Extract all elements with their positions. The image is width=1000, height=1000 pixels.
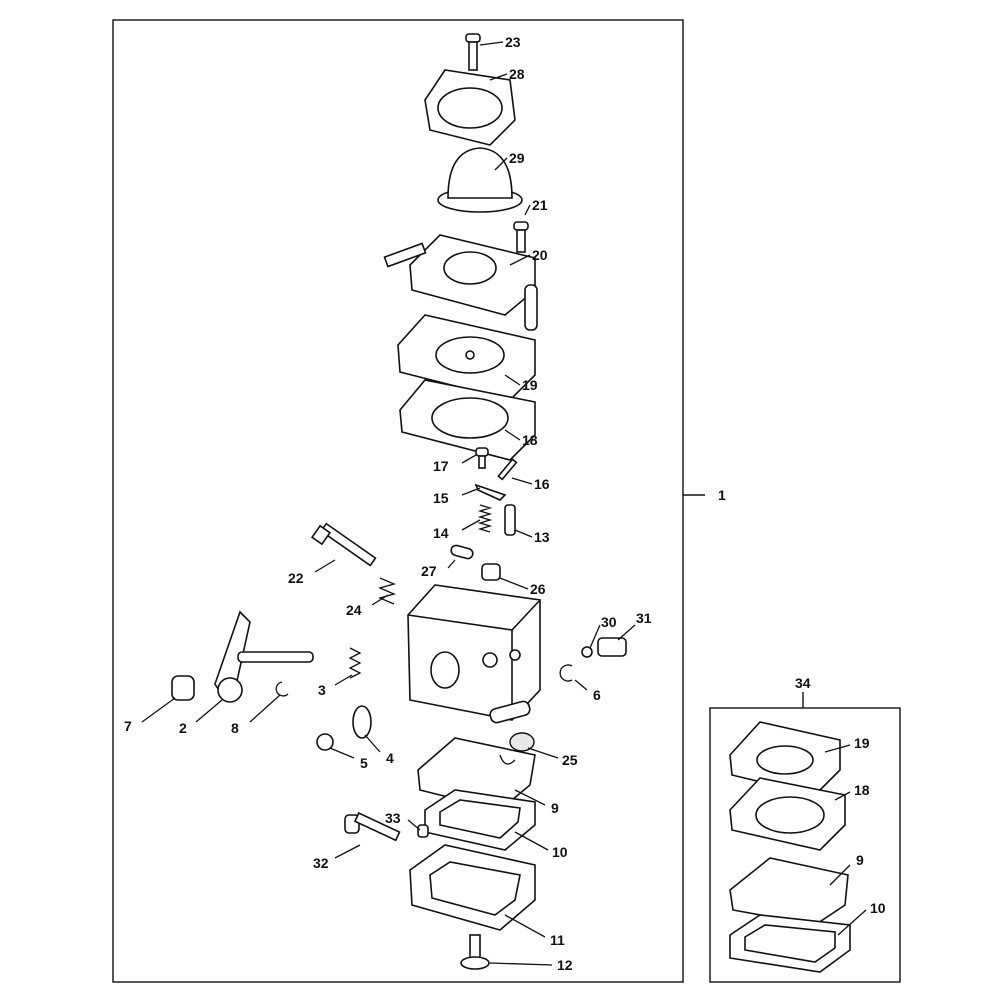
part-sleeve-7	[171, 675, 195, 701]
callout: 27	[421, 563, 437, 579]
inset-part-diaphragm-19	[729, 721, 841, 796]
callout: 32	[313, 855, 329, 871]
inset-label: 34	[795, 675, 811, 691]
inset-callout: 10	[870, 900, 886, 916]
part-cover-plate-28	[424, 69, 516, 146]
part-cover-11	[409, 844, 536, 931]
callout: 16	[534, 476, 550, 492]
inset-part-gasket-10	[729, 914, 851, 973]
part-screw-21	[513, 221, 529, 253]
callout: 8	[231, 720, 239, 736]
callout: 17	[433, 458, 449, 474]
part-shaft-2	[214, 610, 314, 703]
part-plug-27	[450, 544, 474, 560]
part-pump-housing-20	[383, 234, 538, 331]
part-spring-24	[378, 577, 396, 605]
part-carburetor-body	[407, 584, 541, 724]
part-gasket-18	[399, 379, 536, 461]
callout-assembly: 1	[718, 487, 726, 503]
callout: 6	[593, 687, 601, 703]
inset-part-gasket-18	[729, 777, 846, 851]
callout: 26	[530, 581, 546, 597]
part-pin-16	[497, 458, 518, 481]
part-plug-33	[417, 824, 429, 838]
callout: 9	[551, 800, 559, 816]
part-screen-25	[509, 732, 535, 752]
part-screw-12	[460, 934, 490, 970]
callout: 11	[550, 932, 565, 948]
callout: 19	[522, 377, 538, 393]
callout: 3	[318, 682, 326, 698]
callout: 5	[360, 755, 368, 771]
callout: 13	[534, 529, 550, 545]
part-clip-8	[275, 681, 289, 697]
part-throttle-plate-4	[352, 705, 372, 739]
callout: 14	[433, 525, 449, 541]
callout: 4	[386, 750, 394, 766]
callout: 21	[532, 197, 548, 213]
part-needle-13	[504, 504, 516, 536]
callout: 24	[346, 602, 362, 618]
callout: 31	[636, 610, 652, 626]
inset-part-diaphragm-9	[729, 857, 849, 926]
part-washer-30	[581, 646, 593, 658]
main-frame	[112, 19, 684, 983]
callout: 10	[552, 844, 568, 860]
callout-labels: 23 28 29 21 20 19 18 17 16 15 1 14 13 22…	[124, 34, 886, 973]
part-screw-22	[310, 522, 377, 567]
part-diaphragm-19	[397, 314, 536, 401]
callout: 7	[124, 718, 132, 734]
part-lever-15	[474, 483, 507, 501]
callout: 18	[522, 432, 538, 448]
part-gasket-10	[424, 789, 536, 851]
inset-callout: 19	[854, 735, 870, 751]
part-spring-3	[348, 647, 362, 679]
inset-callout: 9	[856, 852, 864, 868]
part-screw-31	[597, 637, 627, 657]
part-clip-6	[559, 664, 573, 682]
part-screw-32	[344, 812, 401, 842]
callout: 12	[557, 957, 573, 973]
part-metering-diaphragm-9	[417, 737, 536, 811]
part-screw-23	[465, 33, 481, 71]
part-valve-26	[481, 563, 501, 581]
callout: 23	[505, 34, 521, 50]
callout: 33	[385, 810, 401, 826]
part-screw-5	[316, 733, 334, 751]
callout: 15	[433, 490, 449, 506]
part-primer-bulb-29	[437, 147, 523, 213]
callout: 22	[288, 570, 304, 586]
leader-lines	[141, 41, 867, 966]
callout: 28	[509, 66, 525, 82]
callout: 25	[562, 752, 578, 768]
part-screw-17	[475, 447, 489, 469]
callout: 30	[601, 614, 617, 630]
callout: 2	[179, 720, 187, 736]
callout: 20	[532, 247, 548, 263]
inset-frame	[709, 707, 901, 983]
callout: 29	[509, 150, 525, 166]
inset-callout: 18	[854, 782, 870, 798]
part-spring-14	[477, 504, 493, 533]
